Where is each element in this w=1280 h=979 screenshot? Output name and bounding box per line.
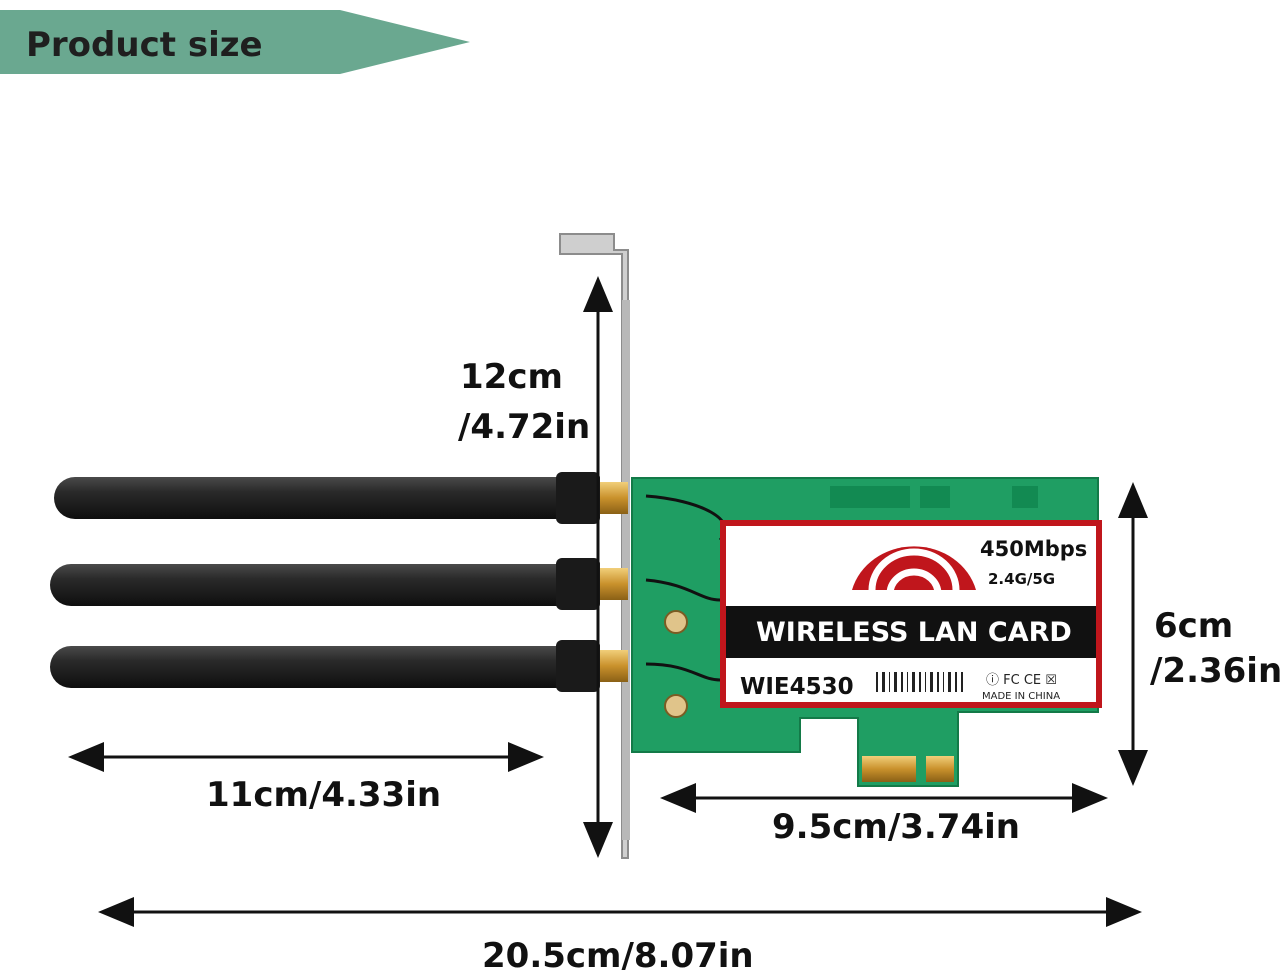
barcode xyxy=(876,672,963,692)
banner-title: Product size xyxy=(26,25,263,65)
card-height-cm: 6cm xyxy=(1154,606,1233,646)
card-height-in: /2.36in xyxy=(1150,651,1280,691)
label-speed: 450Mbps xyxy=(980,537,1087,561)
label-band: 2.4G/5G xyxy=(988,570,1055,588)
antenna-length-label: 11cm/4.33in xyxy=(206,775,441,815)
label-product-name: WIRELESS LAN CARD xyxy=(756,617,1072,648)
antenna-bottom xyxy=(50,640,628,692)
antenna-top xyxy=(54,472,628,524)
wifi-card: 450Mbps 2.4G/5G WIRELESS LAN CARD WIE453… xyxy=(631,477,1102,787)
wifi-icon xyxy=(852,546,976,590)
bracket-height-cm: 12cm xyxy=(460,357,563,397)
total-width-label: 20.5cm/8.07in xyxy=(482,936,754,976)
metal-bracket xyxy=(559,233,630,859)
card-width-label: 9.5cm/3.74in xyxy=(772,807,1020,847)
label-origin: MADE IN CHINA xyxy=(982,691,1060,702)
antenna-middle xyxy=(50,558,628,610)
banner-shape xyxy=(0,10,470,74)
dimension-lines xyxy=(68,276,1148,927)
title-banner: Product size xyxy=(0,10,470,74)
antennas xyxy=(50,472,628,692)
card-label: 450Mbps 2.4G/5G WIRELESS LAN CARD WIE453… xyxy=(720,520,1102,708)
label-model: WIE4530 xyxy=(740,674,854,700)
pcie-contacts xyxy=(862,756,954,782)
bracket-height-in: /4.72in xyxy=(458,407,590,447)
label-certifications: ⓘ FC CE ☒ xyxy=(986,673,1057,688)
